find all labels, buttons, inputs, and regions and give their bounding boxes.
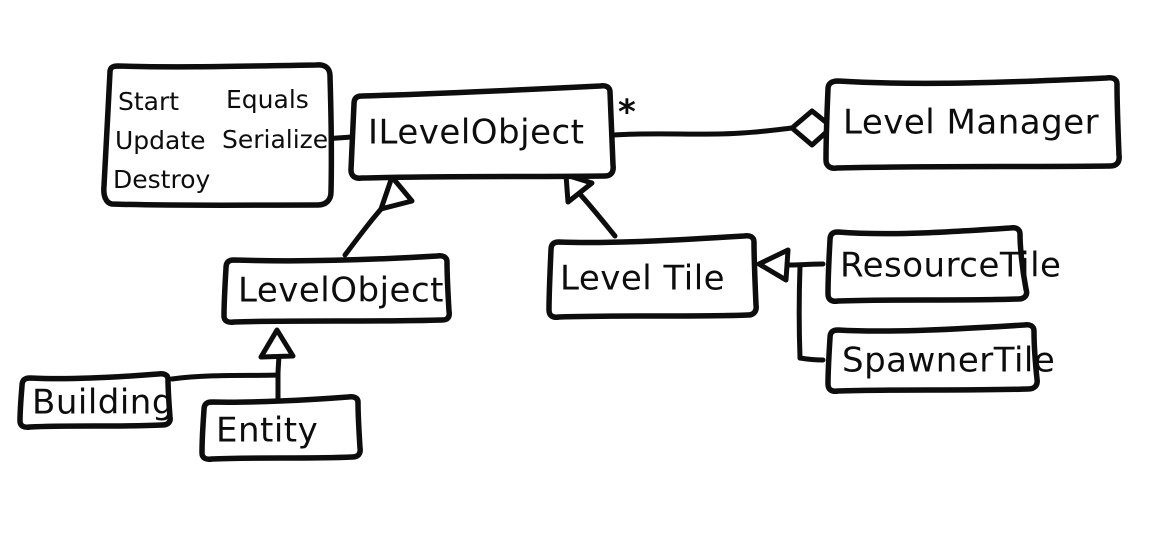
node-building[interactable]: Building [17, 371, 174, 430]
node-spawnertile[interactable]: SpawnerTile [825, 322, 1055, 394]
node-resourcetile[interactable]: ResourceTile [825, 225, 1061, 304]
multiplicity-star: * [618, 93, 636, 133]
levelobject-generalization-head [258, 327, 296, 360]
edge-levelobject-ilevelobject [342, 174, 415, 258]
node-levelobject[interactable]: LevelObject [221, 253, 452, 325]
leveltile-generalization-head [756, 247, 793, 283]
node-label-levelmanager: Level Manager [843, 103, 1099, 143]
edge-building-levelobject [169, 372, 281, 382]
edge-spawnertile-leveltile [796, 263, 826, 363]
node-leveltile[interactable]: Level Tile [546, 233, 759, 320]
method-destroy: Destroy [113, 165, 210, 194]
node-label-leveltile: Level Tile [560, 259, 725, 299]
method-equals: Equals [226, 85, 309, 114]
method-serialize: Serialize [222, 125, 328, 154]
edge-resourcetile-leveltile [787, 261, 826, 268]
node-label-resourcetile: ResourceTile [840, 246, 1061, 286]
node-label-entity: Entity [216, 411, 318, 451]
method-start: Start [118, 87, 179, 116]
method-update: Update [115, 126, 206, 155]
node-label-ilevelobject: ILevelObject [368, 113, 585, 153]
generalization-triangle [258, 327, 296, 360]
node-label-spawnertile: SpawnerTile [842, 341, 1055, 381]
node-label-levelobject: LevelObject [238, 271, 444, 311]
node-entity[interactable]: Entity [199, 394, 363, 462]
edge-entity-levelobject [275, 349, 282, 403]
node-label-building: Building [32, 383, 174, 423]
edge-leveltile-ilevelobject [563, 172, 618, 239]
generalization-triangle [378, 174, 415, 212]
methods-box[interactable]: Start Equals Update Serialize Destroy [101, 62, 335, 208]
generalization-triangle [756, 247, 791, 283]
node-levelmanager[interactable]: Level Manager [823, 75, 1122, 171]
edge-ilevelobject-levelmanager [610, 108, 835, 148]
node-ilevelobject[interactable]: ILevelObject [348, 83, 616, 181]
